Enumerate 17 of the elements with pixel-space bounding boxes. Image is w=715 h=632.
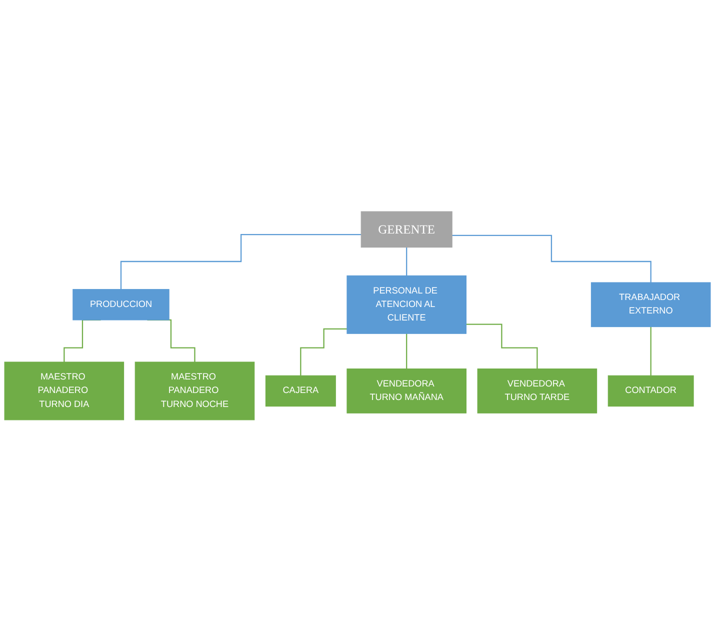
connector (406, 247, 408, 277)
node-box: PERSONAL DE ATENCION AL CLIENTE (346, 276, 466, 334)
node-box: GERENTE (360, 212, 452, 248)
node-box: MAESTRO PANADERO TURNO DIA (4, 362, 124, 420)
connector (466, 324, 538, 370)
connector (120, 234, 362, 290)
node-box: TRABAJADOR EXTERNO (590, 282, 711, 328)
connector (650, 326, 652, 376)
connector (452, 235, 652, 284)
node-box: CONTADOR (608, 376, 694, 407)
connector (300, 328, 347, 376)
node-box: MAESTRO PANADERO TURNO NOCHE (134, 362, 255, 420)
node-box: CAJERA (265, 376, 336, 407)
node-box: PRODUCCION (72, 289, 170, 321)
connector (406, 333, 408, 370)
node-box: VENDEDORA TURNO MAÑANA (346, 368, 466, 414)
node-box: VENDEDORA TURNO TARDE (477, 368, 598, 414)
